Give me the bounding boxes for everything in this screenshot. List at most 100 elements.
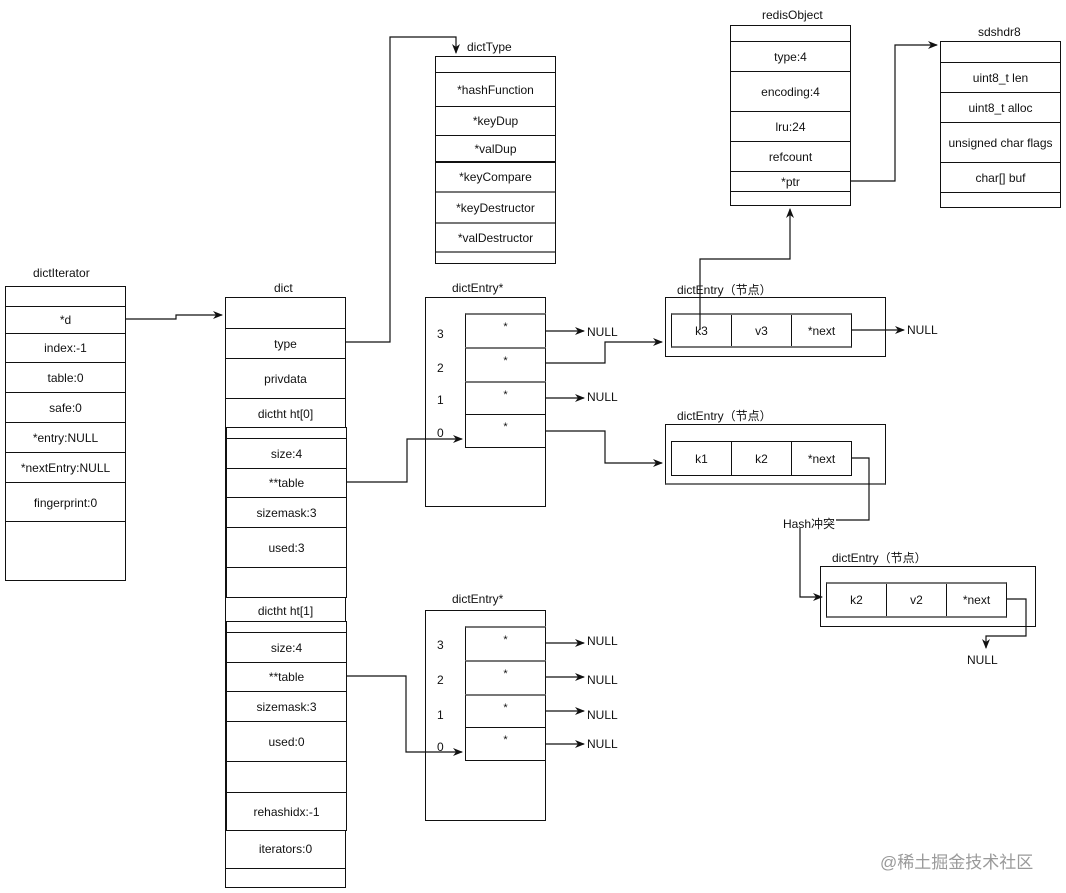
table1-title: dictEntry*: [452, 592, 504, 606]
entry-value: v2: [886, 584, 946, 616]
entry-key: k2: [850, 593, 863, 607]
table0-index: 3: [437, 327, 444, 341]
redisobject-field: [731, 191, 850, 206]
dictiterator-field: [6, 521, 125, 581]
table1-slot-2: *: [465, 660, 546, 695]
watermark: @稀土掘金技术社区: [880, 853, 1034, 872]
dict-field-privdata: privdata: [226, 358, 345, 398]
sdshdr8-field: [941, 42, 1060, 62]
entry-next: *next: [946, 584, 1006, 616]
dicttype-field-valdup: *valDup: [436, 135, 555, 161]
dicttype-field-keydup: *keyDup: [436, 106, 555, 135]
dicttype-field-hashfunction: *hashFunction: [436, 72, 555, 106]
ht1-field-table: **table: [227, 662, 346, 691]
table0-index: 2: [437, 361, 444, 375]
arrow-iterator-to-dict: [126, 311, 223, 320]
table1-null-0: NULL: [587, 737, 618, 751]
table1-slot-0: *: [465, 727, 546, 761]
dictiterator-field-d: *d: [6, 306, 125, 333]
entry-key: k3: [695, 323, 708, 338]
dictht-ht1: size:4 **table sizemask:3 used:0 rehashi…: [226, 621, 347, 831]
entry-value: v3: [731, 315, 791, 346]
arrow-ptr-to-sdshdr8: [851, 41, 938, 182]
dictiterator-struct: *d index:-1 table:0 safe:0 *entry:NULL *…: [5, 286, 126, 581]
ht1-field-rehashidx: rehashidx:-1: [227, 792, 346, 831]
entry-k2-title: dictEntry（节点）: [832, 551, 927, 565]
table0-index: 1: [437, 393, 444, 407]
entry-k1-title: dictEntry（节点）: [677, 409, 772, 423]
entry-k3-next-null: NULL: [907, 323, 938, 337]
redisobject-field-ptr: *ptr: [731, 171, 850, 191]
redisobject-field: [731, 26, 850, 41]
table0-index: 0: [437, 426, 444, 440]
dict-field: [226, 868, 345, 888]
redisobject-field-type: type:4: [731, 41, 850, 71]
redisobject-struct: type:4 encoding:4 lru:24 refcount *ptr: [730, 25, 851, 206]
dicttype-field-valdestructor: *valDestructor: [436, 222, 555, 251]
table0-title: dictEntry*: [452, 281, 504, 295]
dictiterator-field: [6, 287, 125, 307]
entry-node-k2: k2 v2 *next: [820, 566, 1036, 627]
ht1-field-size: size:4: [227, 632, 346, 662]
table1-null-2: NULL: [587, 673, 618, 687]
dictiterator-field-nextentry: *nextEntry:NULL: [6, 452, 125, 482]
ht1-field-sizemask: sizemask:3: [227, 691, 346, 721]
ht0-field-size: size:4: [227, 438, 346, 468]
dictiterator-field-fingerprint: fingerprint:0: [6, 482, 125, 522]
table0-slot-3: *: [465, 313, 546, 348]
dict-field-ht1: dictht ht[1]: [257, 604, 314, 618]
table1-index: 0: [437, 740, 444, 754]
dictht-ht0: size:4 **table sizemask:3 used:3: [226, 427, 347, 598]
ht0-field-sizemask: sizemask:3: [227, 497, 346, 527]
sdshdr8-title: sdshdr8: [978, 25, 1021, 39]
entry-next: *next: [791, 442, 851, 475]
table1-index: 1: [437, 708, 444, 722]
dictiterator-field-index: index:-1: [6, 333, 125, 362]
entry-value: k2: [731, 442, 791, 475]
table1-null-3: NULL: [587, 634, 618, 648]
table1-slot-3: *: [465, 626, 546, 661]
redisobject-field-lru: lru:24: [731, 111, 850, 141]
sdshdr8-field-buf: char[] buf: [941, 162, 1060, 192]
dicttype-field-keycompare: *keyCompare: [436, 161, 555, 191]
dicttype-field: [436, 57, 555, 72]
redisobject-title: redisObject: [762, 8, 823, 22]
sdshdr8-struct: uint8_t len uint8_t alloc unsigned char …: [940, 41, 1061, 208]
ht0-field-used: used:3: [227, 527, 346, 567]
entry-key: k1: [695, 451, 708, 466]
dictiterator-field-entry: *entry:NULL: [6, 422, 125, 452]
entry-next: *next: [791, 315, 851, 346]
redisobject-field-encoding: encoding:4: [731, 71, 850, 111]
entry-node-k1: k1 k2 *next: [665, 424, 886, 485]
dict-field: [226, 298, 345, 328]
dict-field-iterators: iterators:0: [226, 828, 345, 868]
redisobject-field-refcount: refcount: [731, 141, 850, 171]
ht1-field: [227, 761, 346, 792]
entry-k2-next-null: NULL: [967, 653, 998, 667]
table1-null-1: NULL: [587, 708, 618, 722]
dicttype-struct: *hashFunction *keyDup *valDup *keyCompar…: [435, 56, 556, 264]
hash-conflict-label: Hash冲突: [783, 517, 836, 531]
arrow-conflict-to-k2: [799, 528, 823, 601]
arrow-t0-slot2-k3: [546, 338, 663, 364]
ht1-field-used: used:0: [227, 721, 346, 761]
table0-null-1: NULL: [587, 390, 618, 404]
sdshdr8-field-len: uint8_t len: [941, 62, 1060, 92]
sdshdr8-field-alloc: uint8_t alloc: [941, 92, 1060, 122]
table0-null-3: NULL: [587, 325, 618, 339]
dict-field-ht0: dictht ht[0]: [226, 398, 345, 428]
dictiterator-title: dictIterator: [33, 266, 90, 280]
table0-slot-2: *: [465, 347, 546, 382]
dicttype-title: dictType: [467, 40, 512, 54]
dicttype-field-keydestructor: *keyDestructor: [436, 191, 555, 222]
dict-title: dict: [274, 281, 293, 295]
dictiterator-field-table: table:0: [6, 362, 125, 392]
arrow-t0-slot0-k1: [546, 430, 663, 467]
sdshdr8-field: [941, 192, 1060, 208]
sdshdr8-field-flags: unsigned char flags: [941, 122, 1060, 162]
ht0-field: [227, 428, 346, 438]
table0-slot-0: *: [465, 414, 546, 448]
dicttype-field: [436, 251, 555, 264]
entry-k3-title: dictEntry（节点）: [677, 283, 772, 297]
table0-slot-1: *: [465, 381, 546, 415]
